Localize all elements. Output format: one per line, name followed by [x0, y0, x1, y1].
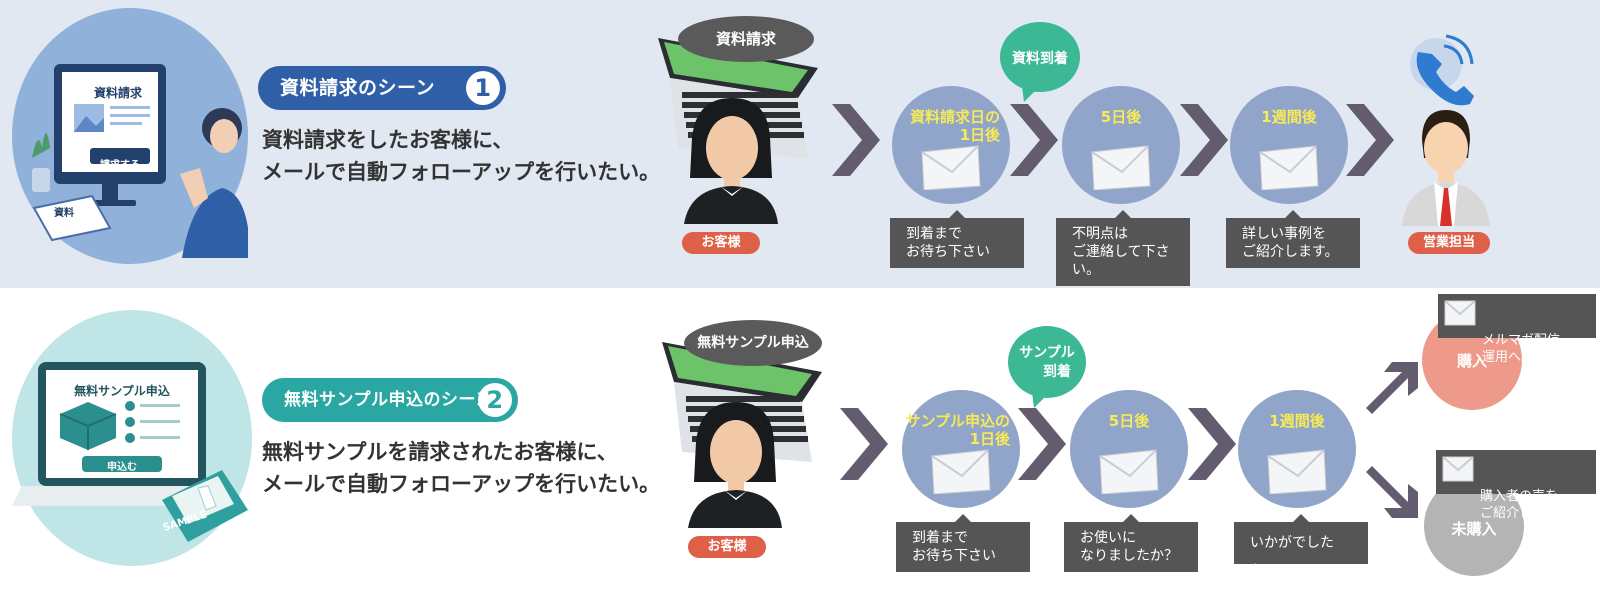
mail-icon	[1259, 145, 1319, 190]
scene2-chevron-3	[1188, 408, 1236, 480]
scene2-title: 無料サンプル申込のシーン	[284, 390, 493, 410]
outcome-not-purchased-label: 未購入	[1451, 520, 1497, 538]
request-button-label: 請求する	[100, 160, 140, 171]
scene1-arrival-bubble: 資料到着	[1000, 22, 1080, 102]
mail-icon	[931, 449, 991, 494]
scene1-chevron-3	[1180, 104, 1228, 176]
scene2-step-1: サンプル申込の 1日後	[902, 390, 1020, 508]
outcome-purchase-note: メルマガ配信 運用へ。	[1438, 294, 1596, 365]
scene2-chevron-1	[840, 408, 888, 480]
outcome-not-purchased-note-text: 購入者の声を ご紹介します。	[1480, 489, 1570, 521]
scene1-request-bubble: 資料請求	[678, 16, 814, 62]
mail-icon	[921, 145, 981, 190]
scene2-step-2-note: お使いに なりましたか？	[1064, 514, 1198, 572]
scene2-arrival-bubble: サンプル 到着	[1008, 326, 1086, 408]
scene2-step-3-note: いかがでしたか？	[1234, 514, 1368, 579]
scene2-chevron-2	[1018, 408, 1066, 480]
scene2-step-3-label: 1週間後	[1269, 412, 1325, 430]
scene1-step-2: 5日後	[1062, 86, 1180, 204]
scene1-step-2-label: 5日後	[1100, 108, 1142, 126]
outcome-purchase-label: 購入	[1456, 352, 1487, 370]
scene1-number: 1	[466, 71, 500, 105]
outcome-not-purchased-note: 購入者の声を ご紹介します。	[1436, 450, 1596, 521]
scene2-step-1-note: 到着まで お待ち下さい	[896, 514, 1030, 572]
scene2-description: 無料サンプルを請求されたお客様に、 メールで自動フォローアップを行いたい。	[262, 436, 660, 500]
scene1-step-3: 1週間後	[1230, 86, 1348, 204]
scene2-request-bubble: 無料サンプル申込	[684, 320, 822, 366]
scene2-step-2: 5日後	[1070, 390, 1188, 508]
arrow-down-right-icon	[1366, 466, 1418, 518]
sales-rep-illustration	[1396, 30, 1496, 226]
scene2-step-1-label: サンプル申込の 1日後	[902, 412, 1020, 448]
sales-tag: 営業担当	[1408, 232, 1490, 254]
mail-icon	[1091, 145, 1151, 190]
scene1-step-3-note: 詳しい事例を ご紹介します。	[1226, 210, 1360, 268]
scene2-arrival-label-line2: 到着	[1043, 364, 1071, 380]
scene1-step-1-note: 到着まで お待ち下さい	[890, 210, 1024, 268]
scene2-customer-tag: お客様	[688, 536, 766, 558]
mail-icon	[1099, 449, 1159, 494]
scene1-title: 資料請求のシーン	[280, 77, 436, 99]
mail-icon	[1267, 449, 1327, 494]
scene2-arrival-label-line1: サンプル	[1019, 345, 1075, 361]
sample-screen-title: 無料サンプル申込	[74, 384, 170, 398]
scene2-step-1-label-line2: 1日後	[969, 430, 1010, 448]
scene1-chevron-4	[1346, 104, 1394, 176]
arrow-up-right-icon	[1366, 362, 1418, 414]
scene1-step-1: 資料請求日の 1日後	[892, 86, 1010, 204]
scene1-description-line2: メールで自動フォローアップを行いたい。	[262, 160, 661, 184]
scene2-step-1-label-line1: サンプル申込の	[905, 412, 1010, 430]
book-label: 資料	[54, 208, 74, 219]
apply-button-label: 申込む	[107, 462, 137, 473]
scene1-arrival-label: 資料到着	[1012, 51, 1068, 67]
scene1-chevron-2	[1010, 104, 1058, 176]
scene1-step-2-note: 不明点は ご連絡して下さい。	[1056, 210, 1190, 286]
scene2-illustration: 無料サンプル申込 申込む SAMPLE	[12, 310, 252, 568]
scene1-description: 資料請求をしたお客様に、 メールで自動フォローアップを行いたい。	[262, 124, 660, 188]
scene1-illustration: 資料請求 請求する 資料	[12, 8, 250, 266]
scene1-step-1-label-line1: 資料請求日の	[909, 108, 1000, 126]
scene2-step-2-label: 5日後	[1108, 412, 1150, 430]
scene1-title-pill: 資料請求のシーン 1	[258, 66, 506, 110]
scene2-step-3: 1週間後	[1238, 390, 1356, 508]
scene1-step-3-label: 1週間後	[1261, 108, 1317, 126]
mail-icon	[1444, 300, 1476, 326]
scene2-number: 2	[478, 383, 512, 417]
scene1-chevron-1	[832, 104, 880, 176]
phone-icon	[1410, 34, 1474, 106]
mail-icon	[1442, 456, 1474, 482]
scene2-description-line2: メールで自動フォローアップを行いたい。	[262, 472, 661, 496]
scene1-description-line1: 資料請求をしたお客様に、	[262, 128, 514, 152]
scene2-title-pill: 無料サンプル申込のシーン 2	[262, 378, 518, 422]
scene2-description-line1: 無料サンプルを請求されたお客様に、	[262, 440, 618, 464]
outcome-purchase-note-text: メルマガ配信 運用へ。	[1482, 333, 1561, 365]
scene1-customer-tag: お客様	[682, 232, 760, 254]
scene1-step-1-label: 資料請求日の 1日後	[892, 108, 1010, 144]
scene1-step-1-label-line2: 1日後	[959, 126, 1000, 144]
screen-title: 資料請求	[93, 86, 142, 100]
